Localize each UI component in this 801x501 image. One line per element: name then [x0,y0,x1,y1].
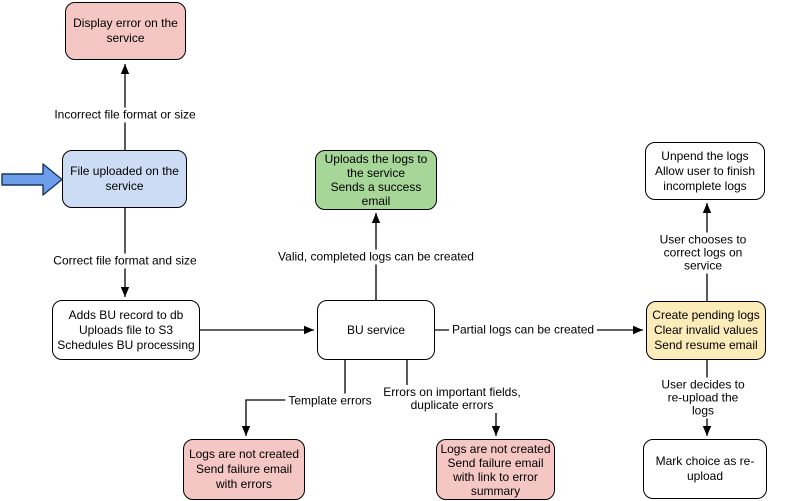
edge-label-valid-logs: Valid, completed logs can be created [275,249,477,265]
edge-label-incorrect-format: Incorrect file format or size [51,107,199,123]
node-unpend-logs: Unpend the logs Allow user to finish inc… [645,142,765,200]
node-bu-service: BU service [317,300,435,360]
edge-label-important-field-errors: Errors on important fields, duplicate er… [380,385,524,413]
edge-label-user-chooses-correct: User chooses to correct logs on service [654,232,752,274]
node-mark-choice-reupload: Mark choice as re- upload [643,439,767,499]
node-file-uploaded: File uploaded on the service [62,150,187,208]
edge-label-partial-logs: Partial logs can be created [448,322,598,338]
edge-label-user-decides-reupload: User decides to re-upload the logs [654,377,752,419]
node-logs-failure-errors: Logs are not created Send failure email … [183,439,305,500]
node-display-error: Display error on the service [65,2,186,60]
edge-label-correct-format: Correct file format and size [50,253,200,269]
edge-label-template-errors: Template errors [285,393,375,409]
node-adds-bu-record: Adds BU record to db Uploads file to S3 … [52,300,200,360]
node-create-pending-logs: Create pending logs Clear invalid values… [646,301,766,360]
node-uploads-logs-success: Uploads the logs to the service Sends a … [315,150,437,210]
node-logs-failure-summary: Logs are not created Send failure email … [436,439,555,500]
entry-arrow-icon [1,163,63,196]
